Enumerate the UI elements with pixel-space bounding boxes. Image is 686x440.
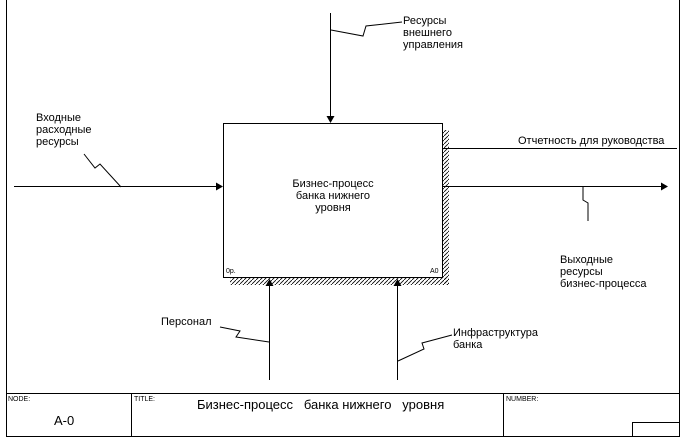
- input-label[interactable]: Входные расходные ресурсы: [36, 112, 92, 148]
- output-main-squiggle: [582, 187, 589, 221]
- output-main-arrow-head: [661, 182, 668, 191]
- diagram-title: Бизнес-процесс банка нижнего уровня: [197, 397, 445, 412]
- process-box-shadow-bottom: [230, 278, 449, 285]
- process-box-title: Бизнес-процесс банка нижнего уровня: [292, 178, 374, 214]
- control-squiggle: [330, 21, 403, 37]
- process-box-op-label: 0р.: [226, 268, 236, 275]
- title-caption: TITLE:: [134, 396, 156, 403]
- mechanism-infra-arrow-head: [393, 279, 402, 286]
- control-arrow-head: [326, 116, 335, 123]
- mechanism-staff-arrow-head: [265, 279, 274, 286]
- node-value: A-0: [54, 413, 75, 428]
- number-caption: NUMBER:: [506, 396, 539, 403]
- process-box[interactable]: [223, 123, 443, 278]
- mechanism-infra-squiggle: [397, 334, 453, 362]
- process-box-shadow-right: [443, 130, 449, 285]
- process-box-node-number: A0: [430, 268, 439, 275]
- title-block-corner-box: [632, 422, 680, 437]
- node-caption: NODE:: [8, 396, 31, 403]
- mechanism-infra-label[interactable]: Инфраструктура банка: [453, 327, 539, 351]
- input-arrow-head: [216, 182, 223, 191]
- output-report-label[interactable]: Отчетность для руководства: [518, 135, 665, 147]
- mechanism-staff-label[interactable]: Персонал: [161, 316, 212, 328]
- mechanism-staff-squiggle: [219, 326, 270, 343]
- control-label[interactable]: Ресурсы внешнего управления: [403, 15, 463, 51]
- output-main-label[interactable]: Выходные ресурсы бизнес-процесса: [560, 254, 647, 290]
- input-squiggle: [83, 153, 122, 188]
